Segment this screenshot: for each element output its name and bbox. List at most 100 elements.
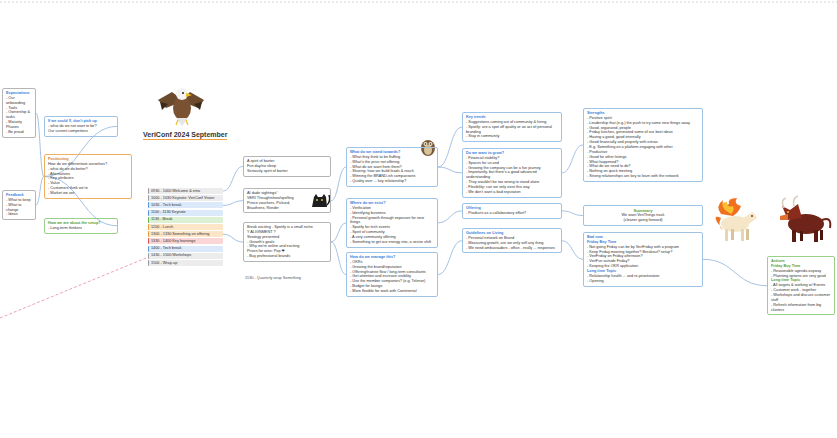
connector [223,234,243,242]
connector [36,176,44,205]
node-text: Prince vouchers, Pickard, Braathens, Ree… [247,201,306,211]
node-text: - Ideas [6,212,32,217]
connector [438,241,462,275]
node-text: - We need ambassadors - office - really … [466,246,558,251]
node-text: - Sharing: how we build leads & reach [350,169,434,174]
note-box: Do we want to grow?- Financial stability… [462,148,562,198]
node-text: - Reasonable agenda anyway [771,269,831,274]
connector [331,167,346,201]
schedule-row: 1200 - Lunch [148,224,223,230]
node-text: - What do we need to do? [587,164,699,169]
node-heading: Expectations [6,91,32,96]
node-heading: Key trends [466,115,558,120]
node-text: Prizes for wins: Pop ❤ [247,249,327,254]
node-text: - Key attributes [48,176,128,181]
note-box: What do we stand towards?- What they thi… [346,147,438,187]
node-heading: Do we want to grow? [466,151,558,156]
node-heading: 1430 - 1500 Workshops [151,253,221,258]
node-text: (cleaner going forward) [587,218,699,223]
node-text: - Flexibility: can we only exist this wa… [466,185,558,190]
note-box: Expectations- Our onboarding- Tools- Own… [2,88,36,138]
connector [438,167,462,173]
node-text: - Stay in community [466,134,558,139]
node-text: - What to change [6,203,32,213]
dashed-leader [0,258,146,318]
note-box: How do we manage this?- OKRs- Growing th… [346,252,438,297]
node-text: Seriously spirit of banter [247,169,327,174]
node-text: - We don't want a bad reputation [466,190,558,195]
node-heading: Summary [587,208,699,213]
node-text: - Good financially and properly with ext… [587,140,699,145]
note-box: Break exciting - Spotify is a small nich… [243,222,331,262]
diagram-title: VeriConf 2024 September [143,131,227,140]
connector [562,241,583,260]
note-box: SummaryWe want VeriThings track(cleaner … [583,205,703,226]
node-text: - Growing the company can be a fun journ… [466,166,558,171]
note-box: Bad nowFriday Boy Time- Not going Friday… [583,232,703,287]
node-heading: 1100 - 1130 Keynote [151,210,221,215]
node-heading: Bad now [587,235,699,240]
schedule-row: 1500 - Wrap-up [148,260,223,266]
node-text: - Spotify for tech events [350,225,434,230]
node-text: - What they think to be fluffing [350,155,434,160]
node-heading: Positioning [48,157,128,162]
node-text: - Get attention and increase visibility [350,274,434,279]
node-heading: 1400 - Tech break [151,246,221,251]
node-text: - Budget for lounge [350,284,434,289]
node-heading: A spirit of banter [247,159,327,164]
node-text: - Value [48,181,128,186]
schedule-row: 1030 - Tech break [148,202,223,208]
node-text: How do we differentiate ourselves? [48,162,128,167]
node-text: - Financial stability? [466,156,558,161]
node-text: - E.g. Something on a platform engaging … [587,145,699,150]
note-box: AI dude sightings!VERI Thoughtshow/spell… [243,188,331,213]
node-heading: 0930 - 1000 Welcome & intro [151,189,221,194]
node-text: - Long-term thinkers [48,226,114,231]
connector [562,145,583,173]
schedule-row: 1300 - 1330 Something on offering [148,231,223,237]
schedule-row: 0930 - 1000 Welcome & intro [148,188,223,194]
top-rule [0,2,837,3]
node-heading: Feedback [6,193,32,198]
connector [223,166,243,191]
node-heading: Break exciting - Spotify is a small nich… [247,225,327,230]
node-text: - OKRs [350,260,434,265]
node-text: Strategy presented [247,235,327,240]
connector [331,242,346,274]
node-text: - Products as a collaboratory effort? [466,211,558,216]
note-box: Strengths- Positive spirit- Leadership t… [583,108,703,182]
connector [703,259,767,285]
node-text: Friday Boy Time [587,240,699,245]
node-text: - What to keep [6,198,32,203]
node-text: - Use the member companies? (e.g. Teleno… [350,279,434,284]
node-heading: 1200 - Lunch [151,225,221,230]
node-text: - Buy professional brands [247,254,327,259]
node-heading: 1500 - Wrap-up [151,261,221,266]
node-text: - Personal network on Brand [466,236,558,241]
node-text: - Planning options are very good [771,274,831,279]
connector [562,211,583,216]
node-text: - Winning the BRAND-ish comparisons [350,174,434,179]
node-text: - Offering/trainee flow / long-term cons… [350,270,434,275]
node-text: - Market we are [48,191,128,196]
note-box: Where do we exist?- Verification- Identi… [346,198,438,248]
node-text: Long time Topic [587,269,699,274]
note-box: Guidelines on Living- Personal network o… [462,228,562,253]
node-text: - Relationship health ... and re-priorit… [587,274,699,279]
schedule-row: 1000 - 1030 Keynote: VeriConf Vision [148,195,223,201]
node-heading: How we are about the setup? [48,221,114,226]
note-box: ActionsFriday Boy Time- Reasonable agend… [767,256,835,315]
node-text: - Having a good, good internally [587,135,699,140]
node-text: - Keeping the OKR application [587,264,699,269]
node-text: - What happened? [587,160,699,165]
node-heading: Actions [771,259,831,264]
node-text: - Personal growth through exposure for n… [350,216,434,226]
node-text: - Customer work - together [771,288,831,293]
node-text: - Be proud [6,130,32,135]
note-box: Offering- Products as a collaboratory ef… [462,203,562,219]
node-text: - They wouldn't be too wrong to stand al… [466,180,558,185]
node-heading: What do we stand towards? [350,150,434,155]
owl-sprite [421,140,435,156]
node-text: - Spirit of community [350,230,434,235]
